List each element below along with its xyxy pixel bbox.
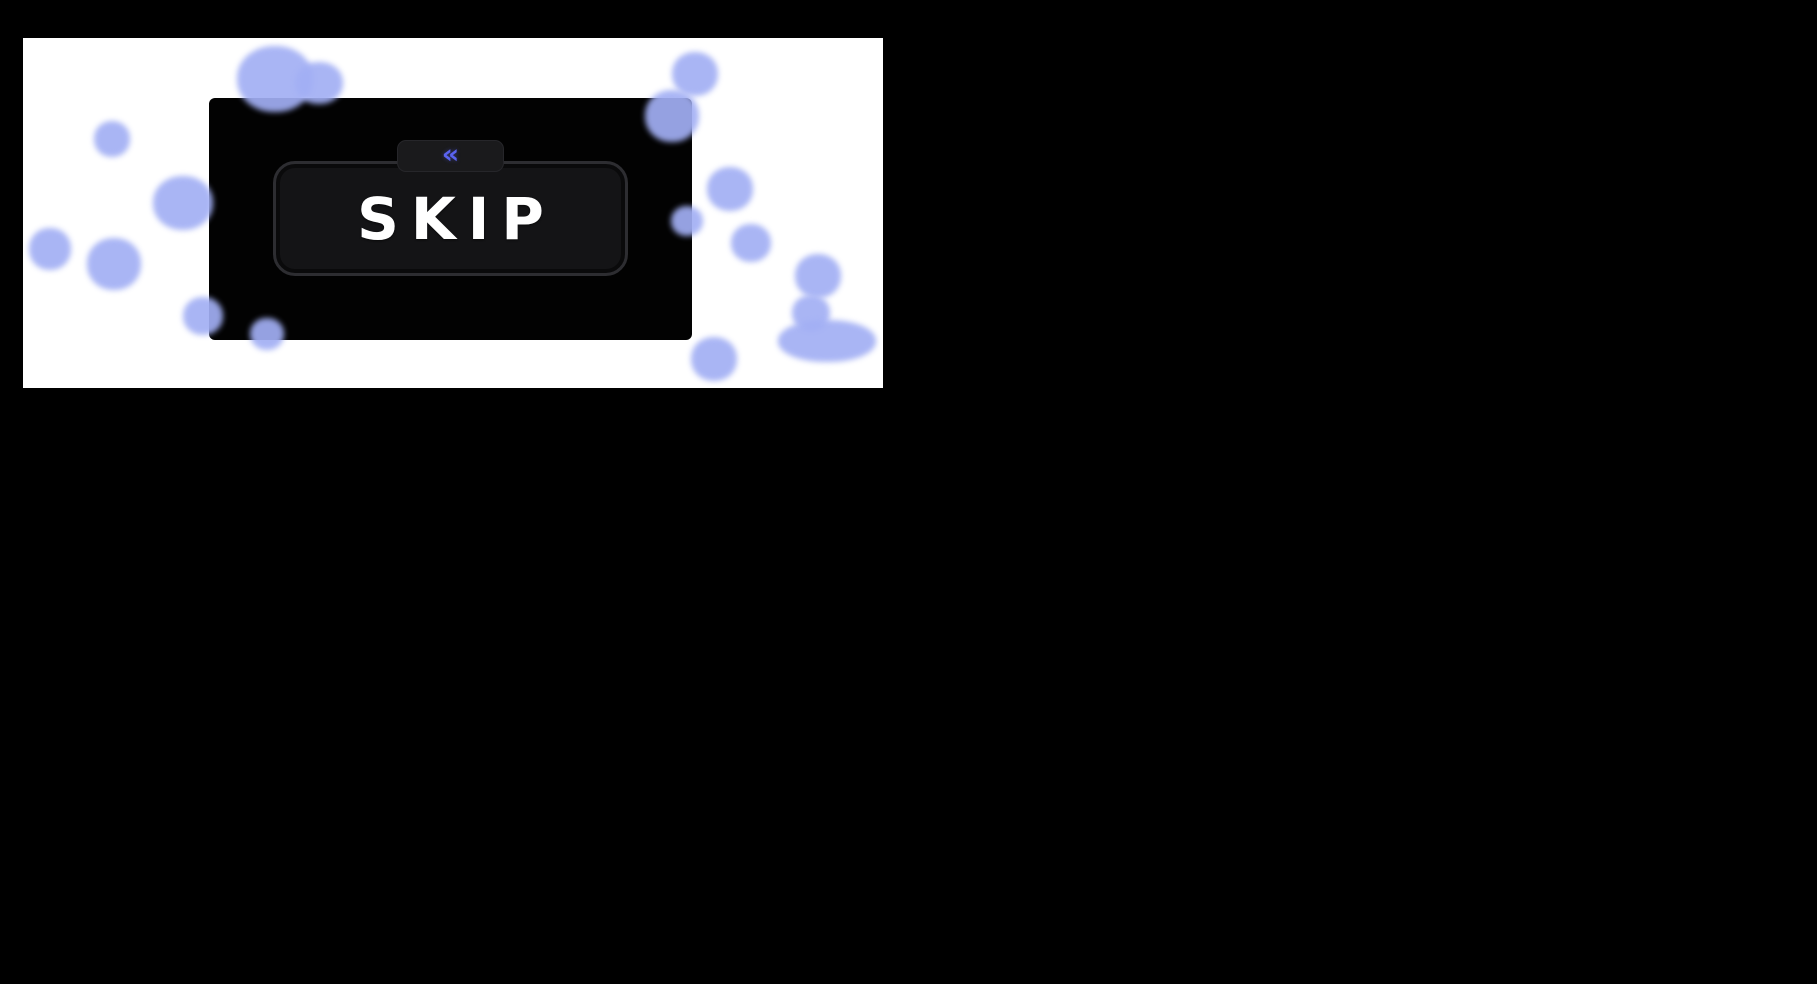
content-panel: « SKIP — [23, 38, 883, 388]
skip-button[interactable]: SKIP — [273, 161, 628, 276]
double-chevron-left-icon: « — [441, 138, 460, 170]
skip-button-label: SKIP — [357, 184, 556, 253]
skip-modal: « SKIP — [209, 98, 692, 340]
collapse-tab[interactable]: « — [397, 140, 504, 172]
